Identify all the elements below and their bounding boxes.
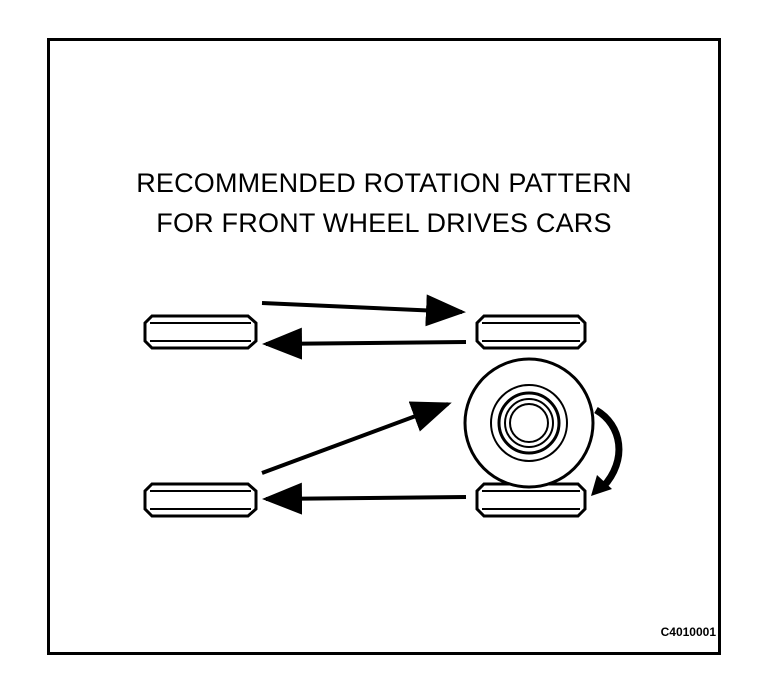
arrow-spare-to-right-front xyxy=(591,406,623,496)
diagram-title-line-1: RECOMMENDED ROTATION PATTERN xyxy=(136,168,632,198)
arrow-right-front-to-left-front xyxy=(262,482,467,515)
left-front-tire xyxy=(143,482,258,518)
arrow-right-rear-to-left-rear xyxy=(262,327,467,360)
figure-code: C4010001 xyxy=(660,625,716,639)
spare-tire xyxy=(463,357,595,489)
right-rear-tire xyxy=(475,314,587,350)
left-rear-tire xyxy=(143,314,258,350)
diagram-frame xyxy=(47,38,721,655)
arrow-left-rear-to-right-rear xyxy=(261,294,466,327)
arrow-left-front-to-spare xyxy=(261,401,452,475)
diagram-title-line-2: FOR FRONT WHEEL DRIVES CARS xyxy=(156,208,612,238)
right-front-tire xyxy=(475,482,587,518)
